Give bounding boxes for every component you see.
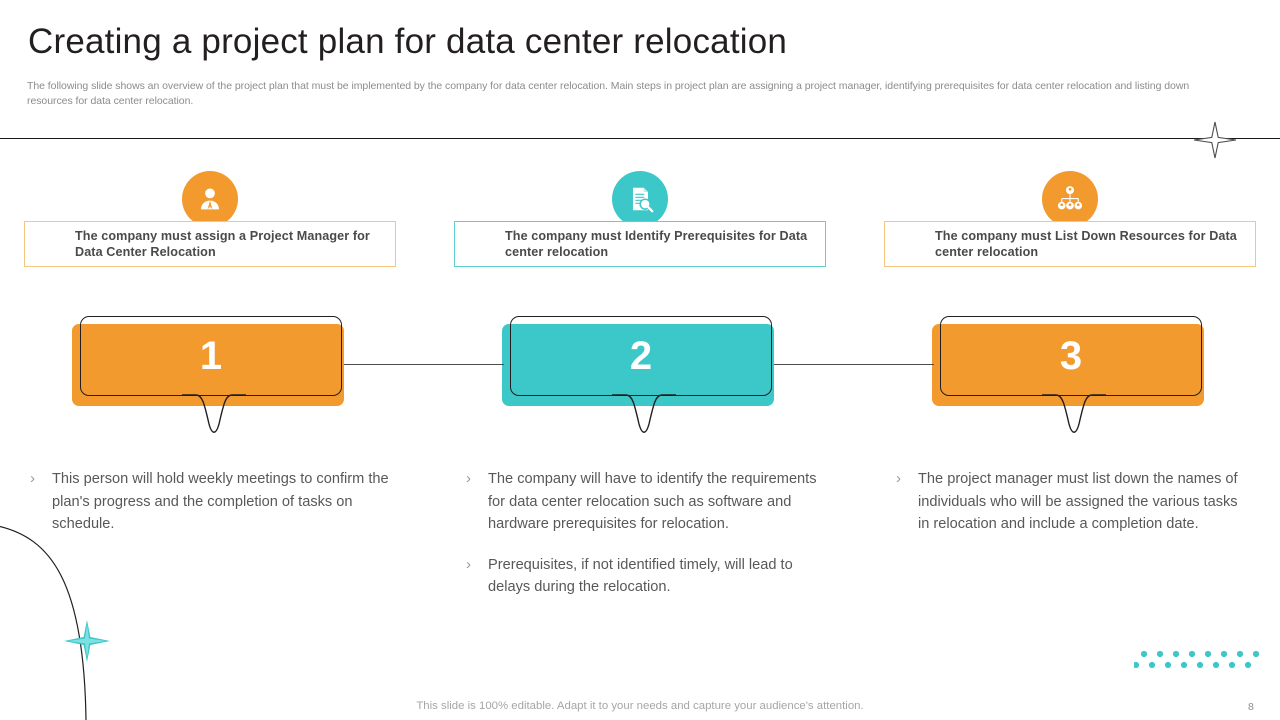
- teal-dot-grid-decoration: [1134, 650, 1260, 669]
- four-point-sparkle-teal-icon: [64, 620, 110, 662]
- list-item: › This person will hold weekly meetings …: [30, 468, 390, 536]
- list-item: › The project manager must list down the…: [896, 468, 1248, 536]
- banner-number-2: 2: [629, 333, 653, 378]
- bullet-marker-icon: ›: [466, 555, 471, 573]
- bullet-text: Prerequisites, if not identified timely,…: [488, 556, 793, 596]
- step-icon-2: [612, 171, 668, 227]
- connector-2-3: [774, 364, 934, 365]
- banner-outline-3: [940, 316, 1202, 396]
- statement-text-2: The company must Identify Prerequisites …: [505, 229, 808, 259]
- connector-1-2: [344, 364, 504, 365]
- org-chart-hierarchy-icon: [1057, 186, 1083, 210]
- step-banner-2[interactable]: 2: [502, 316, 782, 433]
- banner-fill-1: [72, 324, 344, 406]
- list-item: › Prerequisites, if not identified timel…: [466, 554, 818, 599]
- banner-tail-1: [182, 394, 246, 433]
- banner-number-1: 1: [199, 333, 223, 378]
- banner-number-3: 3: [1059, 333, 1083, 378]
- statement-text-1: The company must assign a Project Manage…: [75, 229, 370, 259]
- bullet-text: This person will hold weekly meetings to…: [52, 471, 389, 532]
- bullet-text: The company will have to identify the re…: [488, 471, 817, 532]
- user-person-icon: [201, 188, 219, 210]
- bullet-text: The project manager must list down the n…: [918, 471, 1238, 532]
- bullet-marker-icon: ›: [896, 470, 901, 487]
- banner-fill-2: [502, 324, 774, 406]
- page-title: Creating a project plan for data center …: [28, 22, 788, 61]
- statement-box-1: The company must assign a Project Manage…: [24, 221, 396, 267]
- bullet-column-3: › The project manager must list down the…: [896, 468, 1248, 554]
- step-icon-1: [182, 171, 238, 227]
- statement-box-3: The company must List Down Resources for…: [884, 221, 1256, 267]
- bullet-marker-icon: ›: [30, 470, 35, 487]
- header-divider: [0, 138, 1280, 139]
- list-item: › The company will have to identify the …: [466, 468, 818, 536]
- banner-tail-3: [1042, 394, 1106, 433]
- bullet-column-1: › This person will hold weekly meetings …: [30, 468, 390, 554]
- bullet-marker-icon: ›: [466, 470, 471, 487]
- footer-note: This slide is 100% editable. Adapt it to…: [416, 700, 864, 712]
- banner-outline-2: [510, 316, 772, 396]
- step-banner-3[interactable]: 3: [932, 316, 1212, 433]
- statement-box-2: The company must Identify Prerequisites …: [454, 221, 826, 267]
- page-number: 8: [1248, 701, 1254, 713]
- bullet-column-2: › The company will have to identify the …: [466, 468, 818, 617]
- banner-fill-3: [932, 324, 1204, 406]
- banner-outline-1: [80, 316, 342, 396]
- slide-subtitle: The following slide shows an overview of…: [27, 80, 1190, 107]
- curved-arc-line-decoration: [0, 525, 87, 720]
- document-search-icon: [632, 187, 654, 213]
- banner-tail-2: [612, 394, 676, 433]
- statement-text-3: The company must List Down Resources for…: [935, 229, 1237, 259]
- step-banner-1[interactable]: 1: [72, 316, 352, 433]
- four-point-star-outline-icon: [1193, 121, 1237, 159]
- step-icon-3: [1042, 171, 1098, 227]
